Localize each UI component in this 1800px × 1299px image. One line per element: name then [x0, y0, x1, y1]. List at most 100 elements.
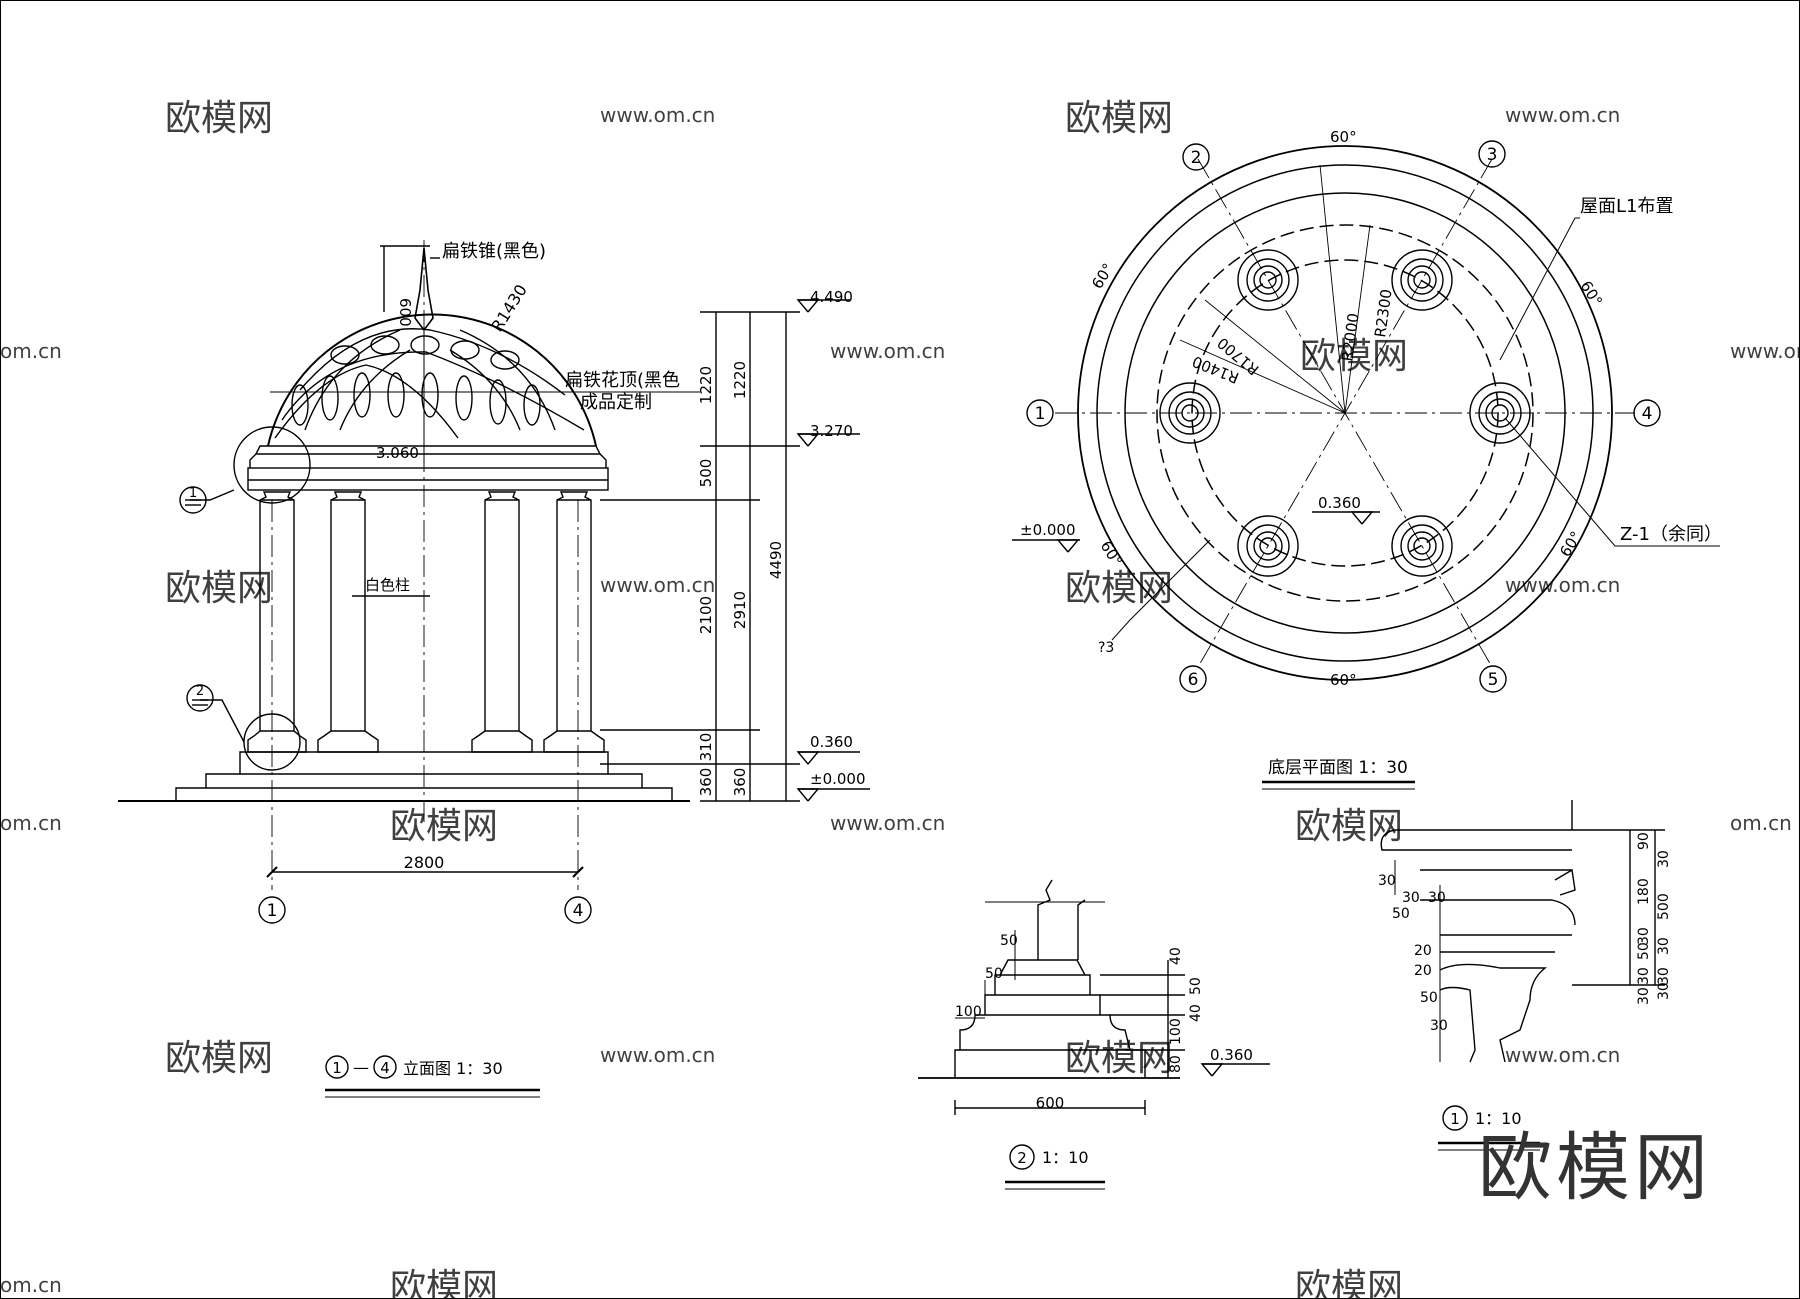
- axis-label: 5: [1488, 670, 1499, 690]
- detail2-dim-right: 100: [1168, 1018, 1184, 1045]
- detail1-dim-right: 30: [1656, 850, 1672, 868]
- spire-height-dim: 600: [396, 298, 414, 327]
- width-dim: 2800: [404, 853, 445, 872]
- watermark-url: www.om.cn: [1730, 339, 1800, 363]
- watermark-url: om.cn: [1730, 811, 1792, 835]
- detail1-dim-right: 180: [1636, 878, 1652, 905]
- detail1-title-scale: 1：10: [1475, 1109, 1522, 1128]
- dome-pattern: [291, 329, 556, 431]
- detail-ref-2: 2: [196, 684, 204, 699]
- axis-label: 4: [1642, 404, 1653, 424]
- watermark-logo: 欧模网: [390, 1267, 498, 1299]
- axis-label: 1: [1035, 404, 1046, 424]
- watermark-logo: 欧模网: [1295, 1267, 1403, 1299]
- elevation-title: 1 — 4 立面图 1：30: [325, 1055, 540, 1098]
- axis-bubble: [564, 896, 592, 924]
- ground-floor-plan: R2300 R2000 R1700 R1400 1 2 3 4 5 6 60° …: [1012, 128, 1722, 790]
- detail1-dim-right: 30: [1656, 982, 1672, 1000]
- leader-label: ?3: [1098, 640, 1114, 656]
- angle-label: 60°: [1577, 278, 1606, 310]
- detail1-dim-left: 30: [1428, 890, 1446, 906]
- detail2-dim-right: 50: [1188, 977, 1204, 995]
- dim-inner: 500: [697, 459, 715, 488]
- radius-label: R2300: [1371, 288, 1396, 339]
- watermark-url: www.om.cn: [600, 1043, 715, 1067]
- watermark-logo: 欧模网: [390, 806, 498, 847]
- watermark-url: www.om.cn: [830, 811, 945, 835]
- column: [471, 491, 533, 753]
- watermark-url: www.om.cn: [830, 339, 945, 363]
- spire-label: 扁铁锥(黑色): [442, 241, 546, 262]
- columns: [247, 491, 605, 753]
- angle-label: 60°: [1097, 538, 1126, 570]
- angle-label: 60°: [1330, 128, 1357, 146]
- column: [247, 491, 307, 753]
- detail-ref-1: 1: [189, 486, 197, 501]
- detail2-title-num: 2: [1017, 1149, 1027, 1167]
- detail1-title-num: 1: [1450, 1110, 1460, 1128]
- title-num: 4: [380, 1059, 390, 1077]
- axis-label-left: 1: [267, 901, 278, 921]
- outer-level: ±0.000: [1020, 521, 1076, 539]
- detail1-dim-right: 30: [1636, 987, 1652, 1005]
- detail1-dim-left: 20: [1414, 963, 1432, 979]
- dome-label-custom: 成品定制: [580, 392, 652, 413]
- angle-label: 60°: [1556, 528, 1585, 560]
- dim-inner: 360: [697, 768, 715, 797]
- detail1-dim-right: 30: [1636, 927, 1652, 945]
- roof-label: 屋面L1布置: [1580, 196, 1673, 217]
- plan-column: [1237, 249, 1299, 311]
- dim-mid: 360: [731, 768, 749, 797]
- detail2-width: 600: [1036, 1094, 1065, 1112]
- detail2-level: 0.360: [1210, 1046, 1253, 1064]
- detail1-dim-right: 50: [1636, 942, 1652, 960]
- dim-inner: 1220: [697, 366, 715, 404]
- plan-ring-dashed: [1191, 259, 1499, 567]
- detail1-dim-right: 30: [1636, 967, 1652, 985]
- plan-column: [1391, 249, 1453, 311]
- entablature: [247, 445, 609, 491]
- angle-label: 60°: [1330, 671, 1357, 689]
- detail-1-column-capital: 90 30 180 500 30 50 30 30 30 30 30 30 30…: [1378, 800, 1672, 1151]
- detail-marker-1-circle: [233, 426, 311, 504]
- watermark-logo: 欧模网: [1065, 98, 1173, 139]
- detail1-dim-right: 90: [1636, 832, 1652, 850]
- dome-radius: R1430: [487, 281, 531, 335]
- dim-mid: 2910: [731, 591, 749, 629]
- column-label: 白色柱: [365, 576, 410, 594]
- watermark-logo: 欧模网: [1065, 568, 1173, 609]
- level: 0.360: [810, 733, 853, 751]
- watermark-url: www.om.cn: [1505, 103, 1620, 127]
- plan-column: [1469, 382, 1531, 444]
- dim-inner: 2100: [697, 596, 715, 634]
- level: ±0.000: [810, 770, 866, 788]
- watermark-url: www.om.cn: [600, 573, 715, 597]
- column: [317, 491, 379, 753]
- detail1-dim-left: 30: [1378, 873, 1396, 889]
- detail1-dim-right: 30: [1656, 967, 1672, 985]
- detail2-dim-left: 50: [985, 966, 1003, 982]
- detail1-dim-right: 30: [1656, 937, 1672, 955]
- watermark-big-logo: 欧模网: [1478, 1125, 1712, 1211]
- watermark-logo: 欧模网: [165, 568, 273, 609]
- detail2-dim-right: 40: [1188, 1004, 1204, 1022]
- dome-label: 扁铁花顶(黑色: [565, 370, 680, 391]
- detail-2-column-base: 600 40 50 40 100 80 50 50 100 0.360 2 1：…: [918, 879, 1270, 1190]
- level: 3.270: [810, 422, 853, 440]
- watermark-url: om.cn: [0, 339, 62, 363]
- axis-label: 6: [1188, 670, 1199, 690]
- plan-ring-outer: [1077, 145, 1613, 681]
- plan-ring-dashed: [1156, 224, 1534, 602]
- axis-label: 3: [1487, 145, 1498, 165]
- watermarks: 欧模网 www.om.cn 欧模网 www.om.cn om.cn www.om…: [0, 98, 1800, 1299]
- dome-base-level: 3.060: [376, 444, 419, 462]
- plan-column: [1237, 515, 1299, 577]
- plan-column: [1159, 382, 1221, 444]
- detail1-dim-left: 50: [1420, 990, 1438, 1006]
- detail1-dim-left: 20: [1414, 943, 1432, 959]
- iron-dome: [267, 247, 597, 465]
- dim-total: 4490: [767, 541, 785, 579]
- watermark-url: www.om.cn: [1505, 1043, 1620, 1067]
- level: 4.490: [810, 288, 853, 306]
